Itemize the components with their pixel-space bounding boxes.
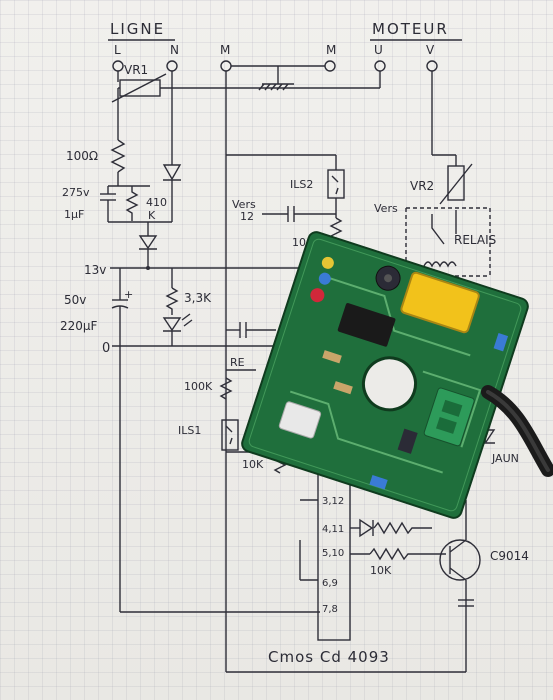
r10k-bottom-label: 10K — [370, 564, 392, 577]
r33k-label: 3,3K — [184, 291, 212, 305]
v13-label: 13v — [84, 263, 106, 277]
blue-connector — [369, 475, 388, 490]
yellow-led-part — [321, 256, 334, 269]
vr2-slash — [439, 163, 473, 205]
terminal-m2 — [324, 60, 336, 72]
pcb-trace — [327, 276, 471, 357]
terminal-m1 — [220, 60, 232, 72]
pcb-trace — [422, 370, 482, 448]
resistor-part — [333, 381, 353, 395]
ic-chip — [337, 303, 396, 347]
ligne-heading: LIGNE — [110, 20, 165, 38]
pin-diode — [359, 518, 374, 538]
r33k-resistor — [165, 287, 179, 315]
vr2-varistor — [447, 165, 465, 201]
transistor-symbol — [439, 539, 481, 581]
r100ohm-resistor — [110, 139, 126, 173]
vr1-slash — [111, 73, 167, 103]
vr1-label: VR1 — [124, 63, 148, 77]
r10k-left-label: 10K — [242, 458, 264, 471]
ils1-reed-switch — [221, 419, 239, 451]
motor-m1-label: M — [220, 43, 230, 57]
vr2-label: VR2 — [410, 179, 434, 193]
pins-510-label: 5,10 — [322, 548, 344, 559]
transistor-collector — [449, 539, 467, 553]
terminal-l — [112, 60, 124, 72]
pcb-trace — [289, 390, 443, 474]
terminal-u — [374, 60, 386, 72]
white-component — [278, 401, 322, 439]
ils2-label: ILS2 — [290, 178, 313, 191]
moteur-u-label: U — [374, 43, 383, 57]
ils1-contact — [225, 425, 233, 445]
vers12-label-b: 12 — [240, 210, 254, 223]
pins-78-label: 7,8 — [322, 604, 338, 615]
c220uf-label: 220µF — [60, 319, 98, 333]
zero-label: 0 — [102, 341, 110, 356]
motor-m2-label: M — [326, 43, 336, 57]
terminal-block — [423, 387, 475, 447]
cable-highlight — [486, 390, 550, 472]
relay-contact — [431, 210, 457, 245]
pcb-mounting-hole — [361, 356, 417, 412]
re-label: RE — [230, 356, 245, 369]
pins-312-label: 3,12 — [322, 496, 344, 507]
r410k-label-b: K — [148, 209, 156, 222]
ligne-l-label: L — [114, 43, 121, 57]
capacitor-top — [384, 274, 393, 283]
ground-hatch — [258, 83, 289, 91]
zener-diode — [162, 164, 182, 181]
rectifier-diode — [138, 235, 158, 250]
cap-plus-sign: + — [124, 288, 133, 301]
r410k-resistor — [125, 186, 139, 221]
r410k-label-a: 410 — [146, 196, 167, 209]
r100ohm-label: 100Ω — [66, 149, 98, 163]
cap275v-label: 275v — [62, 186, 90, 199]
pins-69-label: 6,9 — [322, 578, 338, 589]
r100k-left-label: 100K — [184, 380, 213, 393]
blue-connector — [493, 333, 509, 352]
terminal-v — [426, 60, 438, 72]
jaune-label: JAUN — [491, 452, 519, 465]
transistor-label: C9014 — [490, 549, 529, 563]
moteur-heading: MOTEUR — [372, 20, 449, 38]
ils1-label: ILS1 — [178, 424, 201, 437]
relais-label: RELAIS — [454, 233, 496, 247]
relay-coil — [423, 261, 457, 268]
pcb-edge — [248, 238, 522, 512]
terminal-n — [166, 60, 178, 72]
relay-component — [400, 271, 480, 334]
ils2-contact — [331, 175, 339, 195]
r100k-left-resistor — [219, 377, 233, 400]
r10k-bottom-resistor — [369, 547, 446, 561]
vers-l-label: Vers — [374, 202, 398, 215]
vers12-label-a: Vers — [232, 198, 256, 211]
pcb-board-photo — [241, 231, 529, 519]
terminal-screw — [436, 416, 457, 434]
cmos-caption: Cmos Cd 4093 — [268, 648, 390, 666]
pins-411-label: 4,11 — [322, 524, 344, 535]
cap1uf-label: 1µF — [64, 208, 84, 221]
v50-label: 50v — [64, 293, 86, 307]
blue-led — [318, 272, 331, 285]
pin-411-resistor — [373, 521, 432, 535]
resistor-part — [322, 350, 342, 364]
power-led — [162, 317, 182, 332]
transistor-part — [397, 428, 418, 454]
terminal-screw — [441, 399, 463, 417]
transistor-emitter — [449, 567, 467, 581]
moteur-v-label: V — [426, 43, 435, 57]
junction-dot — [146, 266, 150, 270]
red-led — [310, 288, 325, 303]
ligne-n-label: N — [170, 43, 179, 57]
led-arrows — [181, 313, 193, 327]
